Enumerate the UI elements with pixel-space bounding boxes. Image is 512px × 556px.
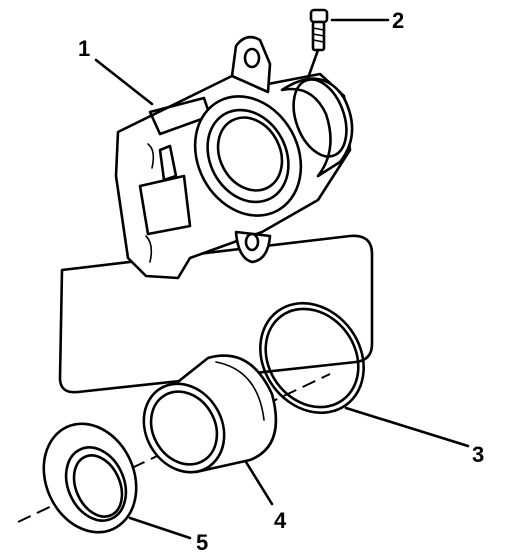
- dust-boot: [42, 422, 138, 534]
- callout-4: 4: [274, 508, 287, 533]
- callout-2: 2: [392, 8, 404, 33]
- callout-3: 3: [472, 442, 484, 467]
- callout-5: 5: [196, 530, 208, 555]
- callout-1: 1: [78, 36, 90, 61]
- caliper-plate-outline: [58, 234, 374, 394]
- bleeder-screw: [306, 8, 329, 80]
- piston: [142, 354, 278, 474]
- leader-line-4: [244, 460, 274, 506]
- piston-seal: [259, 301, 365, 415]
- leader-line-3: [344, 406, 470, 448]
- leader-line-5: [128, 516, 192, 540]
- caliper-body: [114, 35, 354, 280]
- leader-line-1: [94, 58, 154, 106]
